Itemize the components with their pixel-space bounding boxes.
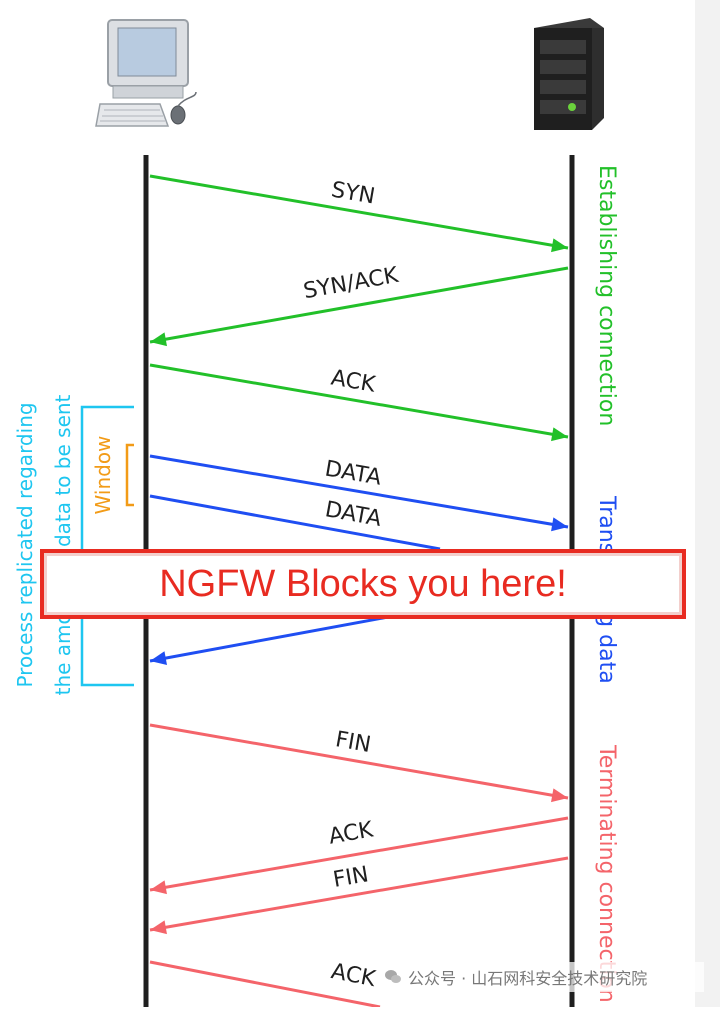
desktop-computer-icon xyxy=(95,19,197,127)
window-label: Window xyxy=(91,436,115,515)
message-arrow-ack: ACK xyxy=(149,816,569,895)
arrow-head xyxy=(551,788,568,803)
arrow-line xyxy=(149,960,381,1009)
arrow-line xyxy=(149,615,389,663)
ngfw-block-banner: NGFW Blocks you here! xyxy=(40,549,686,619)
message-label: SYN/ACK xyxy=(302,263,401,304)
watermark-text: 公众号 · 山石网科安全技术研究院 xyxy=(408,969,648,988)
message-arrow-fin: FIN xyxy=(149,723,569,803)
message-label: DATA xyxy=(323,497,383,532)
message-arrow-fin: FIN xyxy=(149,856,569,935)
page-edge xyxy=(695,0,720,1007)
arrow-line xyxy=(149,856,569,932)
phase-label-terminating: Terminating connection xyxy=(594,744,619,1003)
wechat-icon xyxy=(385,970,401,983)
arrow-head xyxy=(551,238,568,253)
arrow-head xyxy=(150,651,168,665)
process-label-line1: Process replicated regarding xyxy=(13,402,37,687)
message-label: FIN xyxy=(333,727,372,758)
arrow-line xyxy=(149,494,441,551)
message-arrow-ack: ACK xyxy=(149,959,381,1009)
arrow-line xyxy=(149,454,569,529)
message-arrow-data: DATA xyxy=(149,494,441,551)
server-tower-icon xyxy=(534,18,604,130)
watermark: 公众号 · 山石网科安全技术研究院 xyxy=(384,962,704,992)
arrow-head xyxy=(551,517,568,532)
arrow-line xyxy=(149,266,569,344)
process-label-line2: the amount of data to be sent xyxy=(51,394,75,695)
banner-text: NGFW Blocks you here! xyxy=(159,562,567,605)
phase-label-establishing: Establishing connection xyxy=(594,165,619,426)
message-arrow-syn: SYN xyxy=(149,174,569,253)
arrow-line xyxy=(149,723,569,800)
message-label: SYN xyxy=(329,178,376,210)
message-label: ACK xyxy=(329,959,378,992)
message-arrow-syn-ack: SYN/ACK xyxy=(149,263,569,347)
message-label: FIN xyxy=(331,862,370,893)
message-label: ACK xyxy=(327,817,376,849)
arrow-line xyxy=(149,816,569,892)
arrow-head xyxy=(150,880,167,895)
annotations: Window Process replicated regarding the am… xyxy=(13,394,134,695)
arrow-head xyxy=(551,427,568,442)
arrow-line xyxy=(149,363,569,439)
message-arrow-ack: ACK xyxy=(149,363,569,442)
arrow-head xyxy=(150,332,167,347)
message-label: ACK xyxy=(329,366,378,398)
process-bracket xyxy=(80,405,134,687)
message-arrow-response xyxy=(149,615,389,665)
window-bracket xyxy=(125,443,134,507)
arrow-head xyxy=(150,920,167,935)
arrow-line xyxy=(149,174,569,250)
